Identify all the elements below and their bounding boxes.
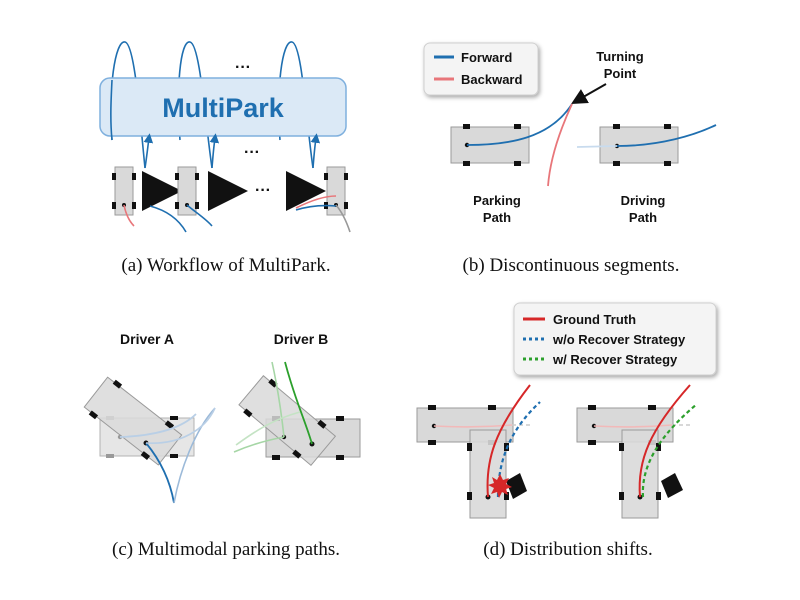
panel-d: Ground Truth w/o Recover Strategy w/ Rec… [416, 302, 717, 560]
ellipsis-mid: ··· [244, 144, 260, 161]
panel-b: Forward Backward Turning Point Parking P… [423, 42, 717, 276]
driving-path-label-2: Path [629, 210, 657, 225]
caption-c: (c) Multimodal parking paths. [112, 539, 340, 560]
turning-point-label-1: Turning [596, 49, 643, 64]
legend-backward-label: Backward [461, 72, 522, 87]
driver-a-scene [83, 376, 216, 504]
backward-path-b [547, 103, 573, 187]
car-step-2 [149, 166, 213, 233]
car-step-1 [112, 166, 136, 227]
collision-icon [488, 474, 512, 498]
ellipsis-row: ··· [255, 182, 271, 199]
parking-car [450, 124, 530, 166]
driver-b-label: Driver B [274, 331, 328, 347]
driver-b-scene [233, 361, 361, 466]
driver-a-label: Driver A [120, 331, 174, 347]
obstacle-left [506, 473, 527, 499]
legend-forward-label: Forward [461, 50, 512, 65]
multipark-title: MultiPark [162, 93, 285, 123]
loop-fronts [110, 79, 321, 169]
caption-b: (b) Discontinuous segments. [463, 255, 680, 276]
legend-gt-label: Ground Truth [553, 312, 636, 327]
parking-path-label-1: Parking [473, 193, 521, 208]
scenario-without-recover [416, 384, 541, 519]
driving-path-faint [576, 145, 618, 148]
turning-point-label-2: Point [604, 66, 637, 81]
parking-path-label-2: Path [483, 210, 511, 225]
legend-wo-label: w/o Recover Strategy [552, 332, 686, 347]
obstacle-right [661, 473, 683, 498]
multipark-box [99, 77, 347, 137]
legend-w-label: w/ Recover Strategy [552, 352, 678, 367]
caption-a: (a) Workflow of MultiPark. [121, 255, 330, 276]
scenario-with-recover [576, 384, 698, 519]
forward-path-b [466, 103, 573, 146]
caption-d: (d) Distribution shifts. [483, 539, 652, 560]
driving-path-label-1: Driving [621, 193, 666, 208]
ellipsis-top: ··· [235, 59, 251, 76]
panel-c: Driver A Driver B [83, 331, 361, 560]
car-step-n [295, 166, 351, 233]
driving-path-b [616, 124, 717, 147]
turning-point-arrow [571, 83, 607, 104]
panel-a: MultiPark ··· ··· ··· [99, 41, 351, 276]
legend-d [513, 302, 717, 376]
